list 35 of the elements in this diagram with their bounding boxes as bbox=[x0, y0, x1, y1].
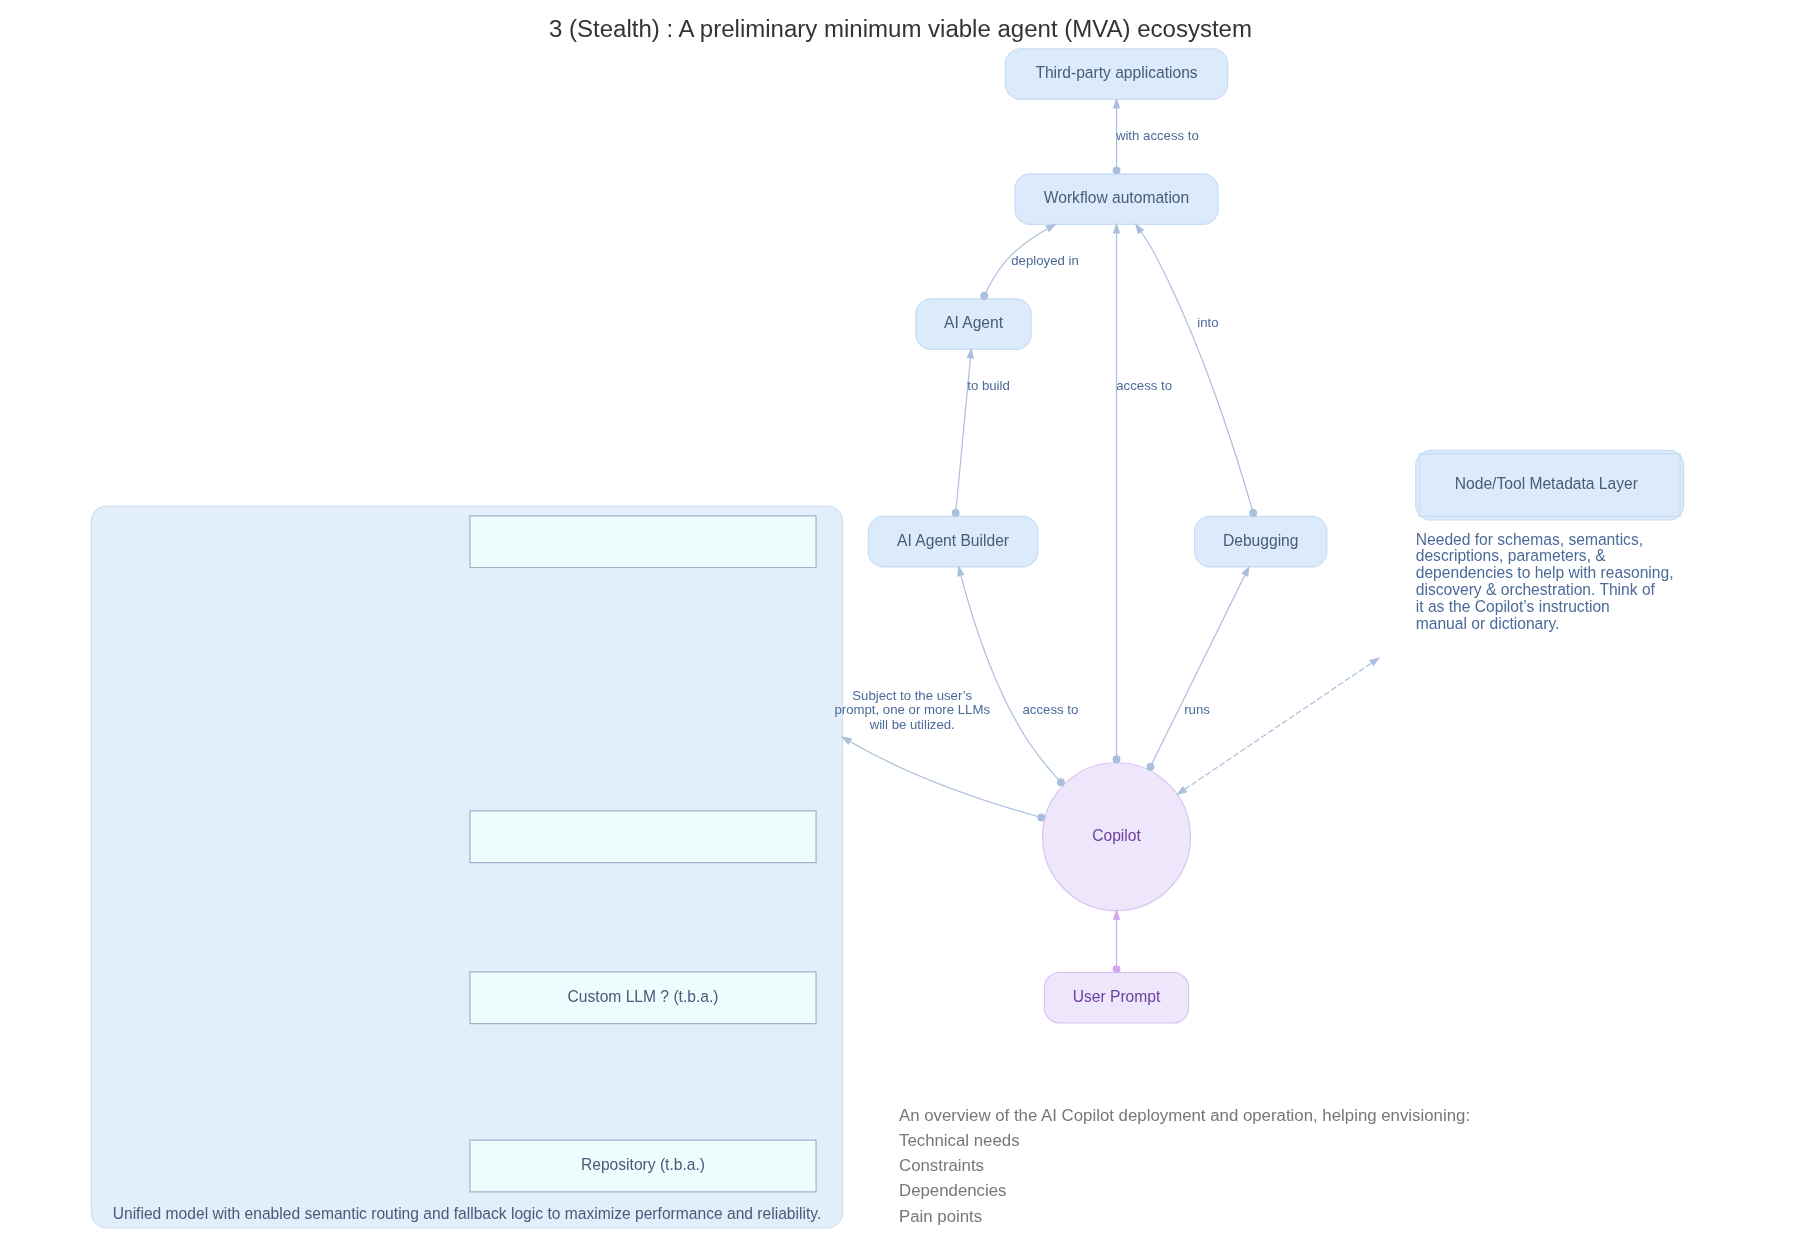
arrow bbox=[840, 736, 1045, 822]
arrow bbox=[1175, 657, 1380, 796]
edge-label: Subject to the user’s prompt, one or more LLMs will be utilized. bbox=[833, 688, 990, 732]
node-label: Needed for schemas, semantics, descriptions, parameters, & dependencies to help with reasoning, discovery & orchestration. Think of it as the Copilot’s instruction manual or dictionary. bbox=[1415, 530, 1673, 632]
node-box: AI Agent bbox=[914, 298, 1032, 350]
arrow bbox=[1134, 223, 1257, 517]
edge-label: runs bbox=[1183, 702, 1210, 718]
arrow bbox=[1145, 565, 1250, 771]
arrow bbox=[951, 347, 974, 517]
node-box: Debugging bbox=[1193, 515, 1327, 568]
node-box: Custom LLM ? (t.b.a.) bbox=[468, 971, 817, 1025]
edge-label: access to bbox=[1022, 702, 1078, 718]
label: Dependencies bbox=[898, 1181, 1006, 1201]
label: Pain points bbox=[898, 1206, 982, 1226]
label: Technical needs bbox=[898, 1130, 1020, 1150]
label: An overview of the AI Copilot deployment and operation, helping envisioning: bbox=[898, 1105, 1470, 1125]
edge-label: into bbox=[1196, 315, 1218, 331]
arrow bbox=[1112, 222, 1120, 764]
edge-label: to build bbox=[966, 377, 1010, 393]
arrow bbox=[979, 223, 1057, 300]
node-box: User Prompt bbox=[1043, 971, 1189, 1024]
node-box: AI Agent Builder bbox=[867, 515, 1038, 568]
node-box bbox=[468, 515, 817, 569]
arrow bbox=[956, 565, 1065, 787]
edge-label: deployed in bbox=[1010, 253, 1079, 268]
node-box: Repository (t.b.a.) bbox=[468, 1139, 817, 1193]
arrow bbox=[1112, 908, 1120, 974]
edge-label: with access to bbox=[1115, 128, 1199, 144]
label: Constraints bbox=[898, 1156, 984, 1176]
edge-label: access to bbox=[1115, 377, 1172, 393]
diagram-title: 3 (Stealth) : A preliminary minimum viable agent (MVA) ecosystem bbox=[548, 14, 1252, 42]
arrow bbox=[1112, 97, 1120, 175]
node-box: Workflow automation bbox=[1013, 173, 1219, 225]
node-box: Third-party applications bbox=[1004, 48, 1228, 100]
node-box bbox=[468, 810, 817, 864]
